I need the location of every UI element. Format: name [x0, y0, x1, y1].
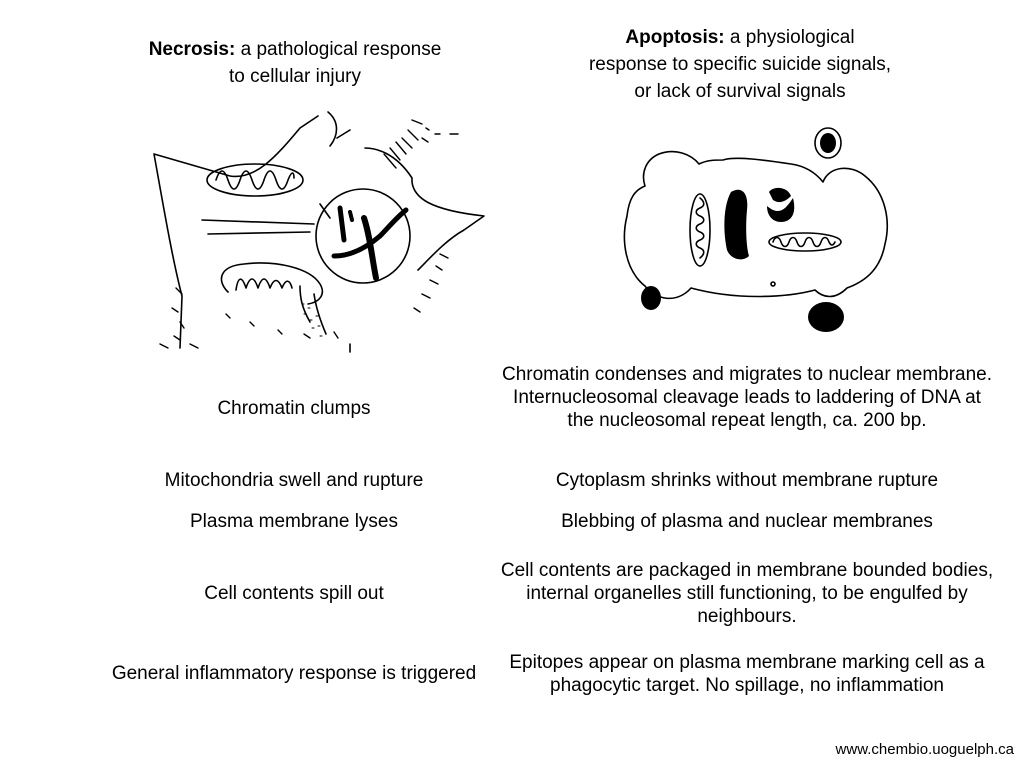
- necrosis-heading: Necrosis: a pathological response to cel…: [100, 36, 490, 90]
- necrosis-contents-point: Cell contents spill out: [204, 583, 384, 604]
- swollen-mitochondrion-upper: [206, 163, 304, 197]
- apoptosis-description-line3: or lack of survival signals: [634, 81, 846, 102]
- necrosis-description-line1: a pathological response: [240, 39, 442, 60]
- condensed-chromatin: [724, 187, 795, 260]
- apoptosis-cytoplasm-point: Cytoplasm shrinks without membrane ruptu…: [555, 470, 939, 491]
- necrosis-term: Necrosis:: [148, 39, 236, 60]
- apoptosis-blebbing-point: Blebbing of plasma and nuclear membranes: [561, 511, 933, 532]
- necrosis-membrane-point: Plasma membrane lyses: [189, 511, 399, 532]
- apoptosis-description-line1: a physiological: [729, 27, 855, 48]
- source-url[interactable]: www.chembio.uoguelph.ca: [835, 741, 1014, 758]
- necrosis-description-line2: to cellular injury: [229, 66, 361, 87]
- nucleus-clumped-chromatin: [315, 188, 411, 284]
- blebbing-plasma-membrane: [623, 150, 888, 300]
- apoptosis-phagocytosis-point: Epitopes appear on plasma membrane marki…: [509, 652, 985, 696]
- apoptosis-term: Apoptosis:: [625, 27, 725, 48]
- ruptured-mitochondrion-lower: [220, 262, 327, 337]
- apoptosis-chromatin-point: Chromatin condenses and migrates to nucl…: [501, 364, 993, 431]
- cytoplasmic-strand: [201, 203, 331, 235]
- small-vesicle: [770, 281, 776, 287]
- mitochondrion-horizontal: [768, 232, 842, 252]
- apoptosis-heading: Apoptosis: a physiological response to s…: [540, 24, 940, 105]
- necrosis-chromatin-point: Chromatin clumps: [217, 398, 371, 419]
- apoptotic-bodies: [641, 127, 844, 332]
- mitochondrion-vertical: [689, 193, 711, 267]
- apoptosis-contents-point: Cell contents are packaged in membrane b…: [500, 560, 994, 627]
- necrosis-mitochondria-point: Mitochondria swell and rupture: [164, 470, 424, 491]
- apoptotic-cell-illustration: [623, 127, 888, 332]
- necrosis-inflammation-point: General inflammatory response is trigger…: [111, 663, 477, 684]
- necrotic-cell-illustration: [153, 111, 485, 353]
- apoptosis-description-line2: response to specific suicide signals,: [588, 54, 892, 75]
- membrane-fragments: [159, 119, 459, 349]
